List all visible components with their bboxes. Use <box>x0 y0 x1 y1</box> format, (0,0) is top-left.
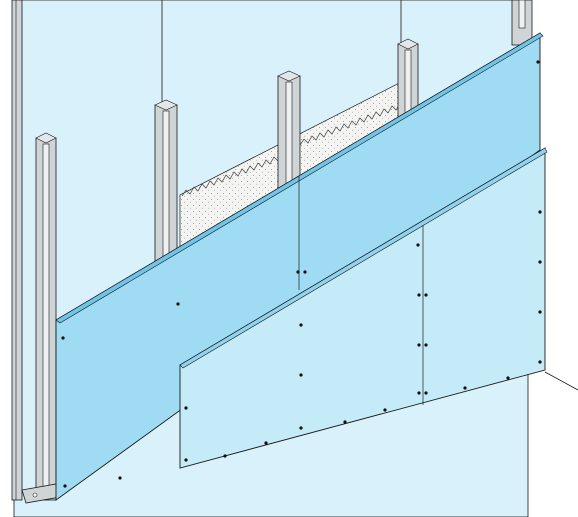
screw <box>538 310 542 314</box>
screw <box>343 420 347 424</box>
stud-2 <box>154 99 178 266</box>
stud-2-lip <box>162 110 170 262</box>
screw <box>61 336 65 340</box>
screw <box>303 270 307 274</box>
insulation-edge-left <box>181 150 291 197</box>
screw <box>299 373 303 377</box>
stud-4-lip <box>404 49 412 121</box>
screw <box>264 441 268 445</box>
screw <box>424 391 428 395</box>
stud-3 <box>277 70 301 192</box>
bottom-track-hole <box>32 492 38 498</box>
screw <box>223 454 227 458</box>
stud-3-lip <box>285 81 293 188</box>
stud-4-top <box>397 38 419 50</box>
floor-line <box>544 371 578 391</box>
screw <box>118 476 122 480</box>
right-stud <box>511 0 533 46</box>
insulation-edge-right <box>299 102 401 146</box>
stud-3-top <box>277 70 301 82</box>
screws <box>61 60 542 488</box>
left-wall-track <box>11 0 23 501</box>
screw <box>424 343 428 347</box>
screw <box>299 426 303 430</box>
screw <box>536 60 540 64</box>
stud-2-top <box>154 99 178 111</box>
right-stud-lip <box>518 0 526 29</box>
screw <box>506 376 510 380</box>
screw <box>417 343 421 347</box>
screw <box>417 391 421 395</box>
left-track-body <box>11 0 23 501</box>
second-board-layer <box>179 147 548 469</box>
stud-1-top <box>35 132 57 144</box>
first-board-layer <box>55 32 544 501</box>
screw <box>538 260 542 264</box>
stud-1-lip <box>42 143 50 495</box>
stud-4 <box>397 38 419 125</box>
floor-edge <box>544 371 578 391</box>
screw <box>383 408 387 412</box>
screw <box>538 210 542 214</box>
screw <box>184 406 188 410</box>
screw <box>424 293 428 297</box>
first-board-top-edge <box>55 32 544 324</box>
screw <box>184 458 188 462</box>
screw <box>416 243 420 247</box>
screw <box>63 484 67 488</box>
screw <box>299 323 303 327</box>
screw <box>463 386 467 390</box>
screw <box>538 360 542 364</box>
screw <box>417 293 421 297</box>
stud-1 <box>35 132 57 501</box>
screw <box>296 270 300 274</box>
second-board-top-edge <box>179 147 548 369</box>
screw <box>176 302 180 306</box>
